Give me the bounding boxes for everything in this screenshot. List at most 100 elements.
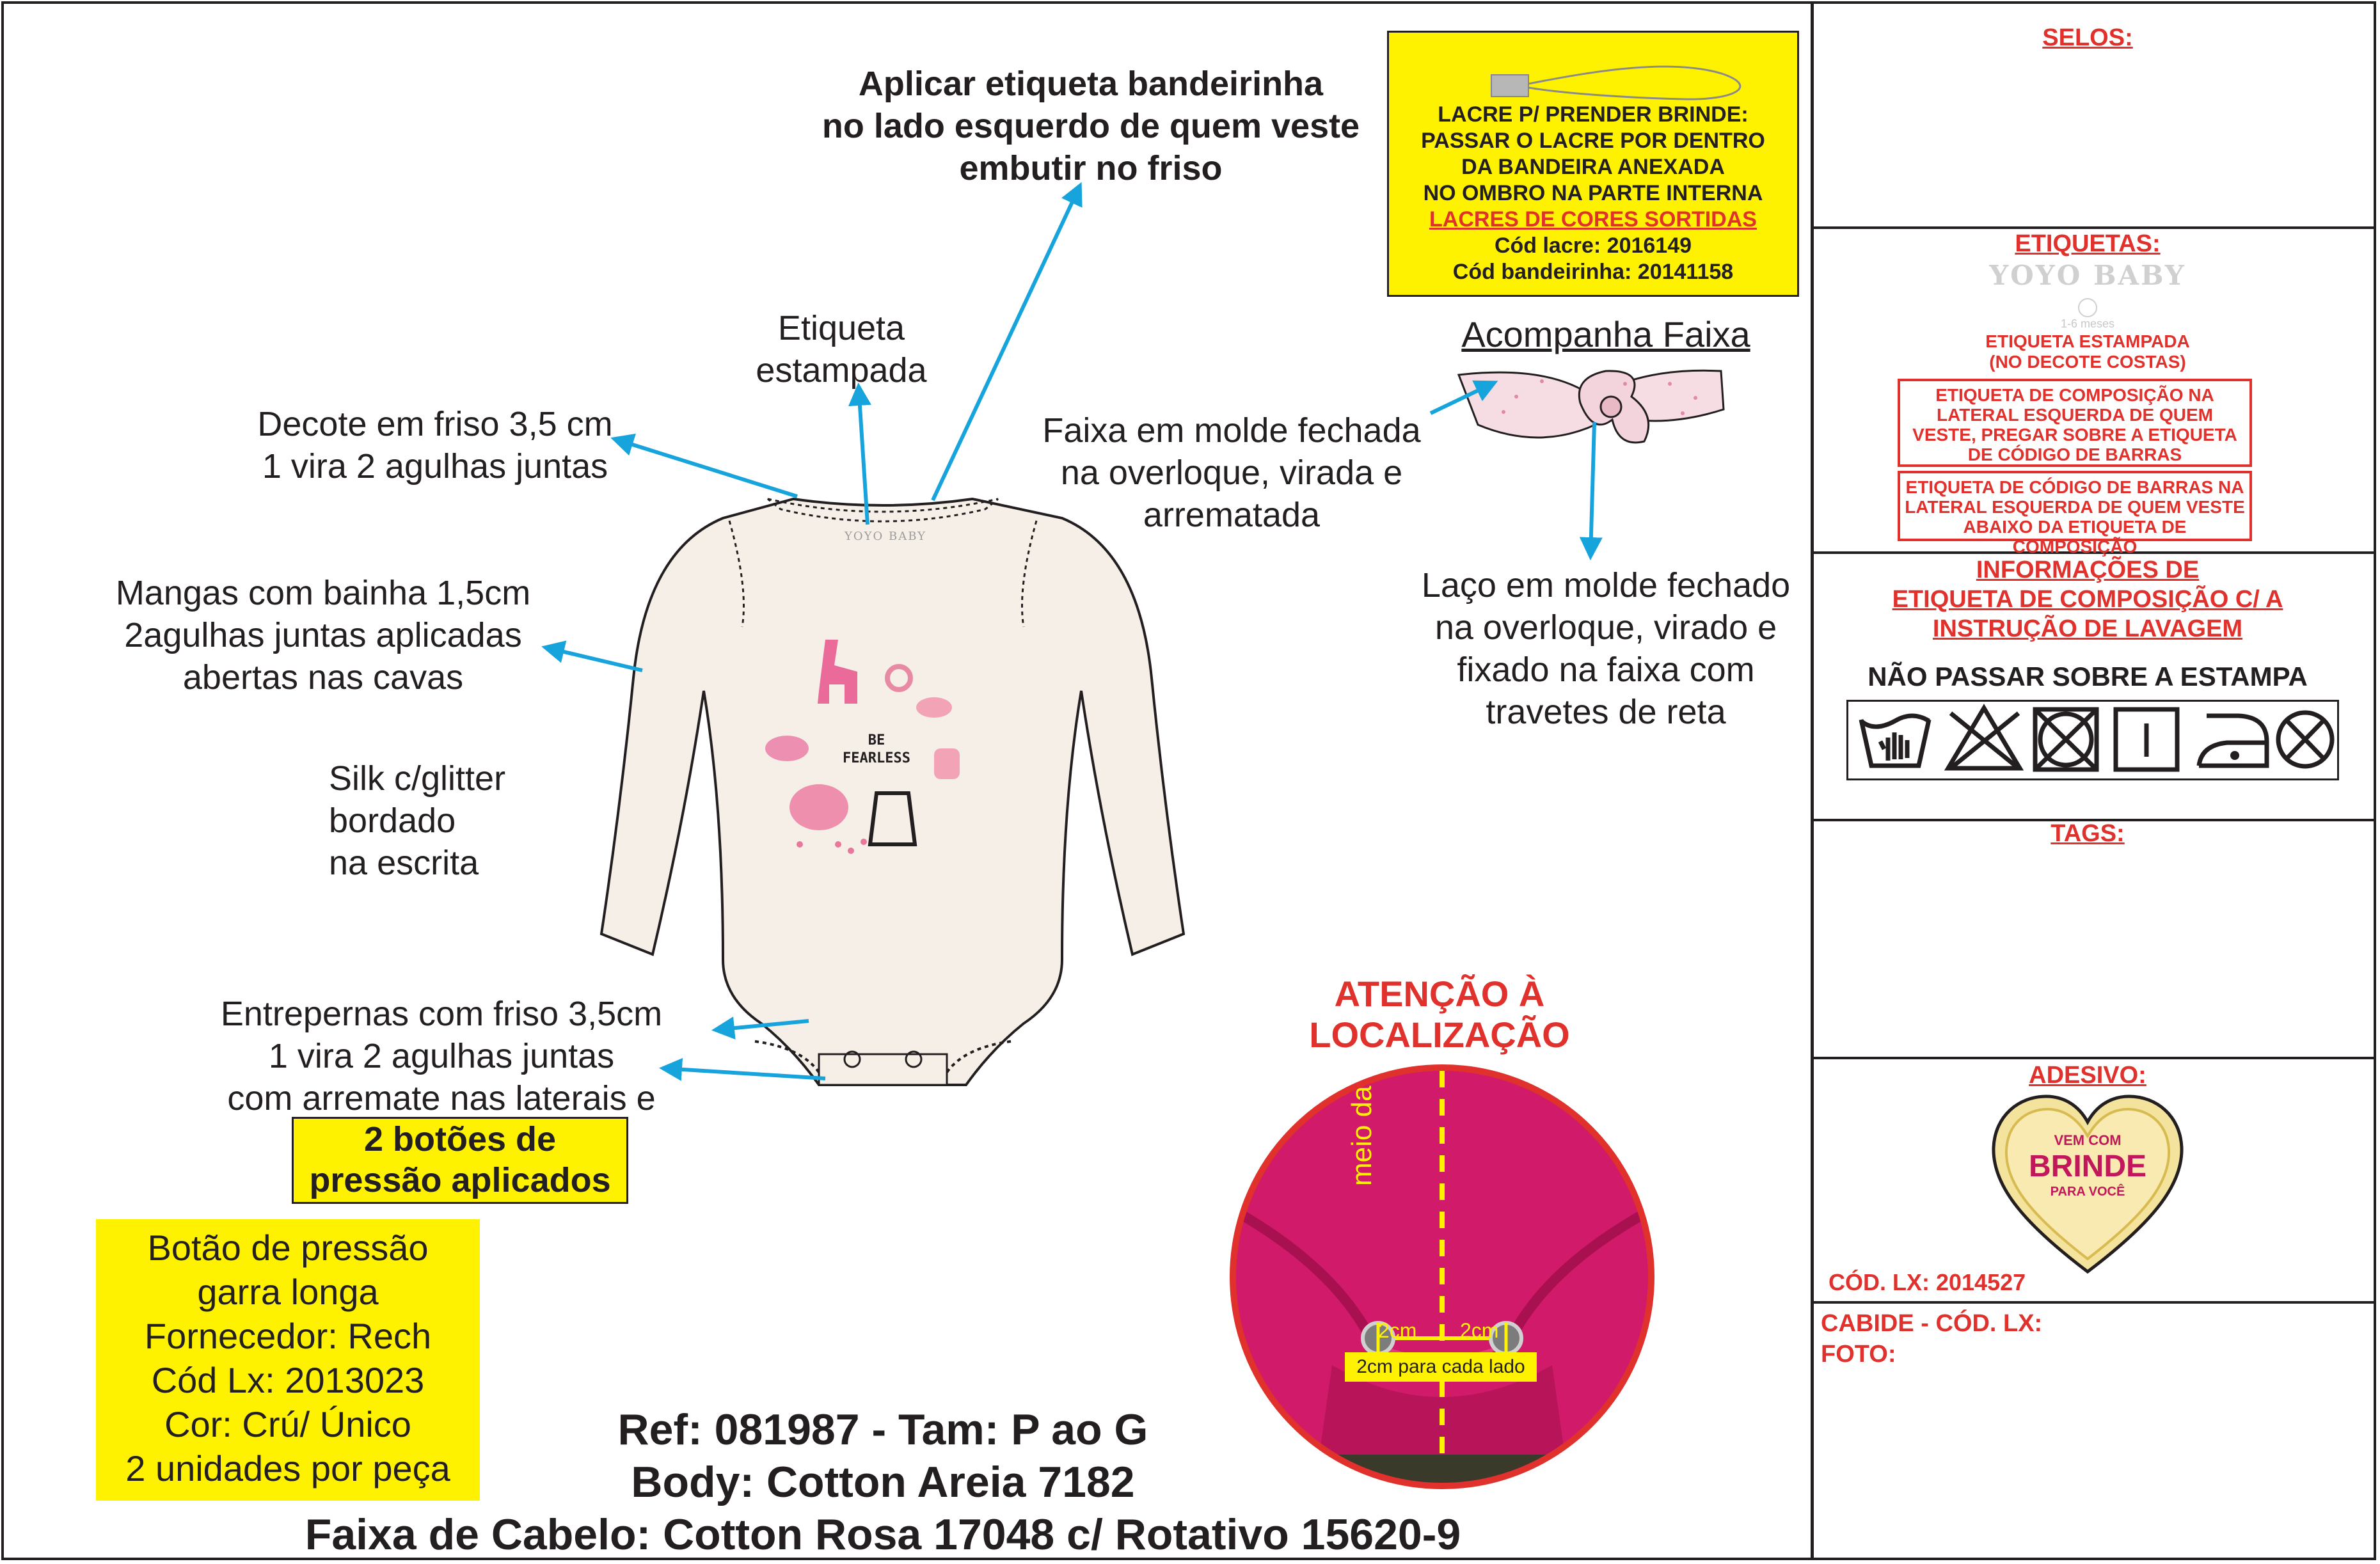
measure-left: 2cm (1378, 1319, 1417, 1342)
entrepernas-line: Entrepernas com friso 3,5cm (220, 995, 663, 1033)
decote-line: Decote em friso 3,5 cm (257, 405, 613, 443)
decote-note: Decote em friso 3,5 cm 1 vira 2 agulhas … (192, 403, 678, 487)
atencao-title: ATENÇÃO À LOCALIZAÇÃO (1267, 974, 1612, 1055)
arrow-botoes (659, 1057, 826, 1081)
etiqueta-estampada-callout: Etiqueta estampada (717, 307, 966, 391)
botao-line: Botão de pressão (147, 1228, 429, 1268)
bandeirinha-note: Aplicar etiqueta bandeirinha no lado esq… (781, 63, 1401, 189)
decote-line: 1 vira 2 agulhas juntas (262, 447, 608, 486)
measure-right: 2cm (1460, 1319, 1499, 1342)
laco-line: fixado na faixa com (1457, 651, 1755, 689)
body-brand-label: YOYO BABY (845, 530, 927, 543)
codigo-barras-box: ETIQUETA DE CÓDIGO DE BARRAS NA LATERAL … (1898, 471, 2252, 557)
cabide-label: CABIDE - CÓD. LX: (1821, 1310, 2043, 1337)
hand-wash-icon (1859, 713, 1932, 768)
etiquetas-heading: ETIQUETAS: (2015, 230, 2161, 257)
mangas-line: Mangas com bainha 1,5cm (115, 574, 531, 612)
arrow-laco (1579, 422, 1603, 560)
lacre-box: LACRE P/ PRENDER BRINDE: PASSAR O LACRE … (1387, 31, 1799, 297)
entrepernas-line: com arremate nas laterais e (227, 1079, 656, 1118)
mangas-line: abertas nas cavas (182, 658, 464, 697)
composicao-line: DE CÓDIGO DE BARRAS (1967, 445, 2182, 464)
line-dry-icon (2113, 707, 2180, 772)
entrepernas-note: Entrepernas com friso 3,5cm 1 vira 2 agu… (192, 993, 691, 1119)
callout-arrows (541, 182, 1603, 1081)
faixa-note: Faixa em molde fechada na overloque, vir… (1017, 409, 1446, 536)
tags-heading: TAGS: (2051, 820, 2125, 847)
laco-line: Laço em molde fechado (1421, 566, 1791, 604)
botao-line: garra longa (197, 1272, 379, 1312)
silk-line: bordado (329, 802, 456, 840)
footer-body: Body: Cotton Areia 7182 (631, 1458, 1135, 1506)
no-dry-clean-icon (2276, 710, 2335, 769)
etiqueta-estampada-note: ETIQUETA ESTAMPADA (NO DECOTE COSTAS) (1816, 331, 2360, 372)
lacre-line: NO OMBRO NA PARTE INTERNA (1423, 181, 1763, 205)
arrow-entrepernas (711, 1016, 809, 1040)
lacre-line: DA BANDEIRA ANEXADA (1461, 155, 1725, 179)
adesivo-heading: ADESIVO: (2029, 1062, 2146, 1089)
botao-line: 2 unidades por peça (125, 1448, 450, 1489)
botao-line: Fornecedor: Rech (144, 1316, 432, 1356)
selos-heading: SELOS: (2042, 24, 2133, 51)
divider-etiquetas (1813, 551, 2376, 554)
botoes-highlight: 2 botões de pressão aplicados (292, 1117, 628, 1204)
meio-da-peca-label: meio da peça (1346, 1064, 1377, 1186)
headband-illustration (1457, 369, 1725, 444)
size-label: 1-6 meses (2060, 317, 2115, 330)
arrow-etiqueta-estampada (848, 383, 871, 525)
etiqueta-estampada-line: (NO DECOTE COSTAS) (1989, 352, 2186, 372)
informacoes-line: INFORMAÇÕES DE (1976, 557, 2200, 583)
print-text-line: BE (868, 732, 885, 748)
nao-passar-text: NÃO PASSAR SOBRE A ESTAMPA (1868, 661, 2308, 691)
mangas-line: 2agulhas juntas aplicadas (124, 616, 522, 654)
arrow-mangas (541, 640, 643, 672)
adesivo-heart-sticker (1988, 1091, 2187, 1277)
brand-logo: YOYO BABY (1989, 260, 2186, 291)
bodysuit-illustration (599, 497, 1186, 1086)
silk-line: Silk c/glitter (329, 759, 506, 798)
adesivo-line-brinde: BRINDE (2028, 1149, 2146, 1183)
lacre-line: LACRE P/ PRENDER BRINDE: (1438, 102, 1749, 127)
cod-bandeirinha: Cód bandeirinha: 20141158 (1452, 260, 1734, 284)
footer-faixa: Faixa de Cabelo: Cotton Rosa 17048 c/ Ro… (305, 1510, 1461, 1559)
codigo-barras-line: LATERAL ESQUERDA DE QUEM VESTE (1905, 497, 2245, 517)
side-panel-divider (1811, 1, 1814, 1560)
print-text: BE FEARLESS (838, 732, 915, 768)
atencao-line: LOCALIZAÇÃO (1309, 1015, 1570, 1055)
entrepernas-line: 1 vira 2 agulhas juntas (268, 1037, 615, 1075)
divider-selos (1813, 226, 2376, 229)
composicao-line: LATERAL ESQUERDA DE QUEM (1937, 405, 2213, 425)
arrow-bandeirinha (931, 182, 1083, 502)
mangas-note: Mangas com bainha 1,5cm 2agulhas juntas … (77, 572, 569, 699)
measure-caption: 2cm para cada lado (1345, 1352, 1537, 1382)
composicao-line: VESTE, PREGAR SOBRE A ETIQUETA (1912, 425, 2237, 445)
no-bleach-icon (1944, 704, 2024, 771)
faixa-line: arrematada (1143, 496, 1321, 534)
bandeirinha-line: embutir no friso (959, 149, 1223, 187)
size-circle-icon (2078, 298, 2097, 317)
etiqueta-estampada-line: ETIQUETA ESTAMPADA (1985, 331, 2190, 351)
cod-lacre: Cód lacre: 2016149 (1494, 233, 1692, 258)
care-symbols (1846, 700, 2339, 780)
cod-adesivo: CÓD. LX: 2014527 (1829, 1269, 2026, 1295)
foto-label: FOTO: (1821, 1341, 1896, 1368)
divider-informacoes (1813, 819, 2376, 821)
silk-line: na escrita (329, 844, 479, 882)
adesivo-line-bottom: PARA VOCÊ (2050, 1185, 2125, 1199)
laco-line: travetes de reta (1486, 693, 1726, 731)
bandeirinha-line: no lado esquerdo de quem veste (821, 107, 1360, 145)
arrow-decote (610, 433, 798, 498)
lacre-highlight: LACRES DE CORES SORTIDAS (1429, 207, 1757, 232)
informacoes-line: ETIQUETA DE COMPOSIÇÃO C/ A (1892, 586, 2283, 613)
botoes-line: pressão aplicados (309, 1161, 611, 1199)
footer-ref: Ref: 081987 - Tam: P ao G (617, 1405, 1148, 1454)
no-tumble-dry-icon (2033, 707, 2099, 772)
iron-low-icon (2196, 713, 2269, 768)
divider-tags (1813, 1057, 2376, 1059)
lacre-line: PASSAR O LACRE POR DENTRO (1421, 129, 1765, 153)
composicao-line: ETIQUETA DE COMPOSIÇÃO NA (1935, 385, 2214, 405)
bandeirinha-line: Aplicar etiqueta bandeirinha (858, 65, 1324, 103)
print-artwork (765, 640, 960, 854)
laco-line: na overloque, virado e (1434, 608, 1777, 647)
